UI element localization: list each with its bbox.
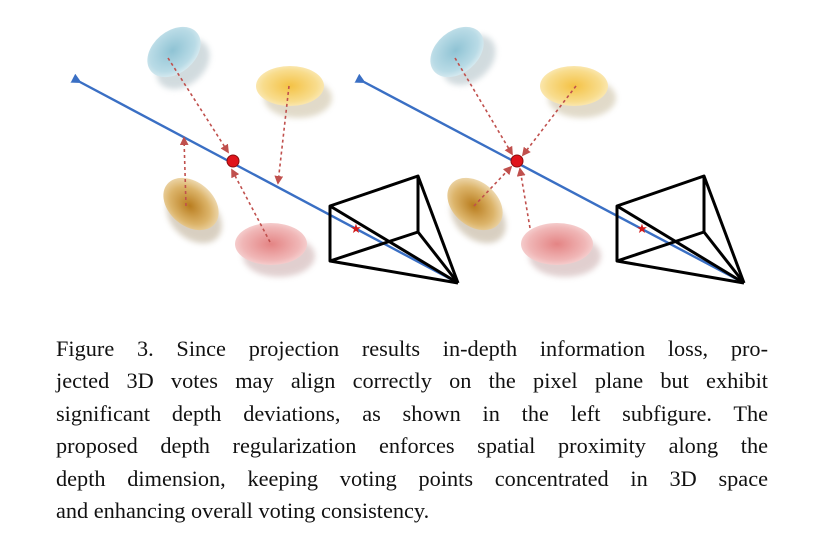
caption-line: jected 3D votes may align correctly on t… — [56, 368, 768, 394]
caption-line: and enhancing overall voting consistency… — [56, 498, 430, 524]
vote-arrows-left — [167, 57, 290, 243]
left-subfigure: ★ — [70, 26, 460, 285]
caption-line: depth dimension, keeping voting points c… — [56, 465, 768, 491]
ray-left — [70, 73, 459, 285]
vote-point-right — [510, 154, 524, 168]
vote-arrows-right — [454, 57, 577, 229]
right-subfigure: ★ — [354, 26, 746, 285]
blob-red-right — [521, 223, 601, 277]
camera-right — [615, 174, 746, 285]
blob-brown-right — [447, 177, 506, 244]
figure-illustration: ★ — [70, 26, 746, 285]
ray-right — [354, 73, 745, 285]
caption-line: Figure 3. Since projection results in-de… — [56, 336, 768, 361]
caption-line: proposed depth regularization enforces s… — [56, 433, 768, 459]
caption-line: significant depth deviations, as shown i… — [56, 400, 768, 426]
pixel-star-left: ★ — [350, 222, 362, 237]
figure-caption: Figure 3. Since projection results in-de… — [56, 333, 768, 527]
blob-yellow-left — [256, 66, 332, 118]
pixel-star-right: ★ — [636, 222, 648, 237]
blob-blue-right — [430, 26, 496, 86]
vote-point-left — [226, 154, 240, 168]
blob-red-left — [235, 223, 315, 277]
blob-brown-left — [163, 177, 222, 244]
blob-yellow-right — [540, 66, 616, 118]
blob-blue-left — [147, 26, 210, 90]
camera-left — [328, 174, 460, 285]
